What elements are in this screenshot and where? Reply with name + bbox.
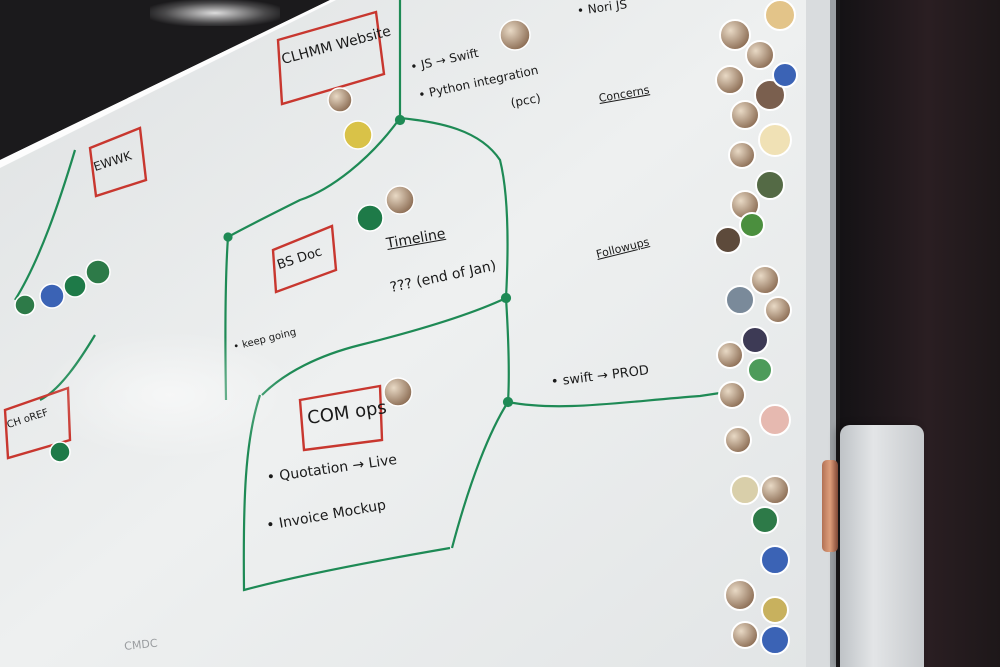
board-frame-edge [830,0,836,667]
board-stand-post [840,425,924,667]
photo-magnets [714,0,798,655]
ceiling-light [150,0,280,26]
board-frame-top [0,0,336,168]
board-magnets [14,19,531,463]
board-clip [822,460,838,552]
board-frame-right [806,0,832,667]
